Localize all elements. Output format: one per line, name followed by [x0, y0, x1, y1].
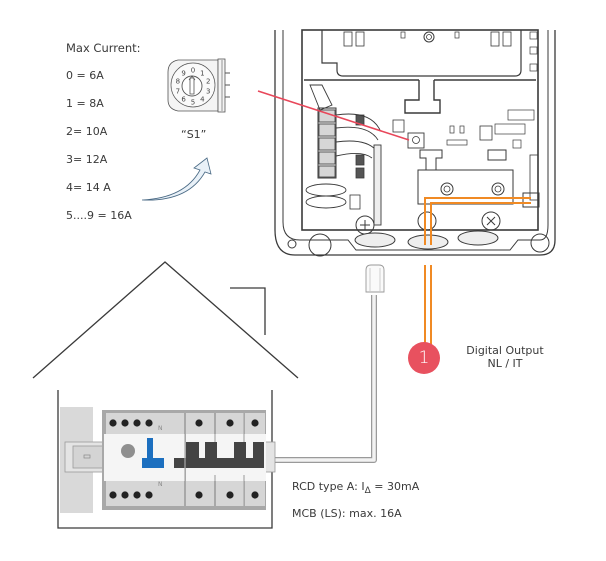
relay-4 — [502, 31, 512, 47]
terminal-screw — [109, 491, 117, 499]
cable-gland-3 — [457, 230, 499, 246]
rcd-lever — [142, 438, 164, 468]
terminal-screw — [121, 491, 129, 499]
cable-gland-fitting — [365, 264, 385, 293]
board-screw-top — [423, 31, 435, 43]
screw-right — [481, 211, 501, 231]
cable-gland-2 — [407, 234, 449, 250]
max-current-entry: 3= 12A — [66, 153, 108, 166]
terminal-screw — [121, 419, 129, 427]
charger-enclosure — [274, 29, 556, 257]
switch-digit: 1 — [200, 70, 204, 78]
switch-digit: 7 — [176, 87, 180, 95]
switch-digit: 9 — [181, 70, 185, 78]
top-pcb — [321, 30, 522, 77]
max-current-entry: 2= 10A — [66, 125, 108, 138]
max-current-title: Max Current: — [66, 41, 141, 55]
switch-digit: 3 — [206, 87, 210, 95]
internal-cable — [373, 144, 382, 226]
switch-digit: 2 — [206, 78, 210, 86]
rcd-spec-suffix: = 30mA — [370, 480, 420, 493]
switch-digit: 5 — [191, 99, 195, 107]
max-current-entry: 1 = 8A — [66, 97, 104, 110]
switch-label-s1: “S1” — [181, 128, 207, 141]
max-current-entry: 4= 14 A — [66, 181, 111, 194]
max-current-entry: 5....9 = 16A — [66, 209, 132, 222]
mcb-levers — [174, 442, 264, 468]
supply-cable — [262, 264, 385, 463]
distribution-board — [60, 407, 276, 513]
mcb-spec: MCB (LS): max. 16A — [292, 507, 402, 520]
digital-output-title: Digital Output — [466, 344, 544, 357]
mcb-modules — [174, 413, 266, 506]
terminal-screw — [145, 491, 153, 499]
terminal-screw — [226, 491, 234, 499]
digital-output-badge: 1 — [418, 348, 430, 368]
switch-digit: 8 — [176, 78, 180, 86]
mounting-hole-left — [287, 239, 297, 249]
delta-symbol: Δ — [364, 486, 371, 496]
rcd-module — [104, 413, 185, 506]
digital-output-subtitle: NL / IT — [487, 357, 523, 370]
screw-center — [417, 211, 437, 231]
digital-output-badge-circle — [408, 342, 440, 374]
mounting-hole-right — [530, 233, 550, 253]
terminal-screw — [251, 491, 259, 499]
rcd-test-button — [121, 444, 135, 458]
switch-digit: 0 — [191, 67, 195, 75]
terminal-screw — [109, 419, 117, 427]
switch-digit: 6 — [181, 95, 186, 103]
switch-digit: 4 — [200, 95, 205, 103]
digital-output-wires — [424, 197, 531, 345]
neutral-mark-top: N — [158, 425, 163, 432]
digital-output-terminal — [522, 192, 540, 208]
mounting-hole-left-outer — [308, 233, 332, 257]
ribbon-connector — [404, 80, 441, 114]
terminal-screw — [133, 491, 141, 499]
terminal-screw — [145, 419, 153, 427]
chassis-panel — [301, 29, 539, 231]
terminal-screw — [133, 419, 141, 427]
terminal-screw — [195, 491, 203, 499]
enclosure-inner-wall — [282, 30, 549, 251]
relay-1 — [343, 31, 353, 47]
terminal-screw — [251, 419, 259, 427]
switch-leader-line — [257, 90, 410, 141]
rcd-spec-prefix: RCD type A: I — [292, 480, 365, 493]
roof — [32, 261, 299, 379]
max-current-entry: 0 = 6A — [66, 69, 104, 82]
terminal-screw — [226, 419, 234, 427]
digital-output-caption: Digital Output NL / IT — [450, 344, 560, 370]
terminal-screws — [109, 419, 259, 499]
rcd-spec: RCD type A: IΔ = 30mA — [292, 480, 419, 496]
terminal-screw — [195, 419, 203, 427]
pcb-rotary-switch — [407, 132, 425, 149]
relay-3 — [490, 31, 500, 47]
neutral-mark-bottom: N — [158, 481, 163, 488]
curved-arrow — [141, 157, 212, 201]
relay-2 — [355, 31, 365, 47]
enclosure-outer-wall — [274, 30, 556, 256]
chimney — [230, 287, 266, 335]
cable-gland-1 — [354, 232, 396, 248]
